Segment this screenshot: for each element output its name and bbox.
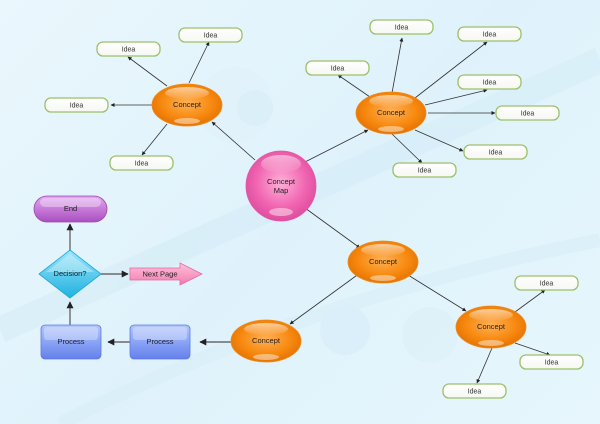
idea-label: Idea <box>521 110 535 117</box>
concept-node[interactable]: Concept <box>455 305 527 349</box>
concept-label: Concept <box>377 108 406 117</box>
idea-node[interactable]: Idea <box>519 354 584 370</box>
process-label: Process <box>146 337 173 346</box>
end-label: End <box>64 204 77 213</box>
idea-label: Idea <box>545 359 559 366</box>
decision-label: Decision? <box>54 269 87 278</box>
center-label-line-1: Concept <box>267 177 296 186</box>
process-box-2[interactable]: Process <box>129 324 191 360</box>
flowchart: End Decision? Next Page Process Process <box>33 195 203 360</box>
idea-label: Idea <box>418 167 432 174</box>
flowchart-connectors <box>66 223 232 346</box>
concept-label: Concept <box>477 322 506 331</box>
idea-node[interactable]: Idea <box>457 26 522 42</box>
idea-label: Idea <box>483 79 497 86</box>
idea-node[interactable]: Idea <box>44 97 109 113</box>
process-box-1[interactable]: Process <box>40 324 102 360</box>
concept-nodes: Concept Concept Concept Concept Concept <box>151 83 527 363</box>
idea-node[interactable]: Idea <box>109 155 174 171</box>
idea-label: Idea <box>489 149 503 156</box>
concept-label: Concept <box>252 336 281 345</box>
central-concept-node[interactable]: Concept Map <box>245 150 317 222</box>
concept-node[interactable]: Concept <box>230 319 302 363</box>
idea-label: Idea <box>395 24 409 31</box>
connectors <box>110 37 551 384</box>
concept-label: Concept <box>173 100 202 109</box>
idea-node[interactable]: Idea <box>369 19 434 35</box>
idea-node[interactable]: Idea <box>178 27 243 43</box>
center-label-line-2: Map <box>274 186 289 195</box>
idea-node[interactable]: Idea <box>392 162 457 178</box>
concept-node[interactable]: Concept <box>355 91 427 135</box>
idea-node[interactable]: Idea <box>96 41 161 57</box>
idea-node[interactable]: Idea <box>463 144 528 160</box>
idea-label: Idea <box>468 388 482 395</box>
next-page-label: Next Page <box>142 269 177 278</box>
idea-label: Idea <box>70 102 84 109</box>
idea-label: Idea <box>204 32 218 39</box>
next-page-arrow[interactable]: Next Page <box>129 262 203 286</box>
idea-node[interactable]: Idea <box>514 275 579 291</box>
concept-label: Concept <box>369 257 398 266</box>
process-label: Process <box>57 337 84 346</box>
idea-label: Idea <box>122 46 136 53</box>
idea-node[interactable]: Idea <box>495 105 560 121</box>
idea-label: Idea <box>331 65 345 72</box>
idea-nodes: Idea Idea Idea Idea Idea Idea Idea Idea <box>44 19 584 399</box>
concept-node[interactable]: Concept <box>151 83 223 127</box>
idea-label: Idea <box>135 160 149 167</box>
idea-node[interactable]: Idea <box>305 60 370 76</box>
idea-node[interactable]: Idea <box>442 383 507 399</box>
end-terminator[interactable]: End <box>33 195 108 223</box>
concept-node[interactable]: Concept <box>347 240 419 284</box>
idea-node[interactable]: Idea <box>457 74 522 90</box>
decision-diamond[interactable]: Decision? <box>38 249 102 299</box>
idea-label: Idea <box>483 31 497 38</box>
idea-label: Idea <box>540 280 554 287</box>
